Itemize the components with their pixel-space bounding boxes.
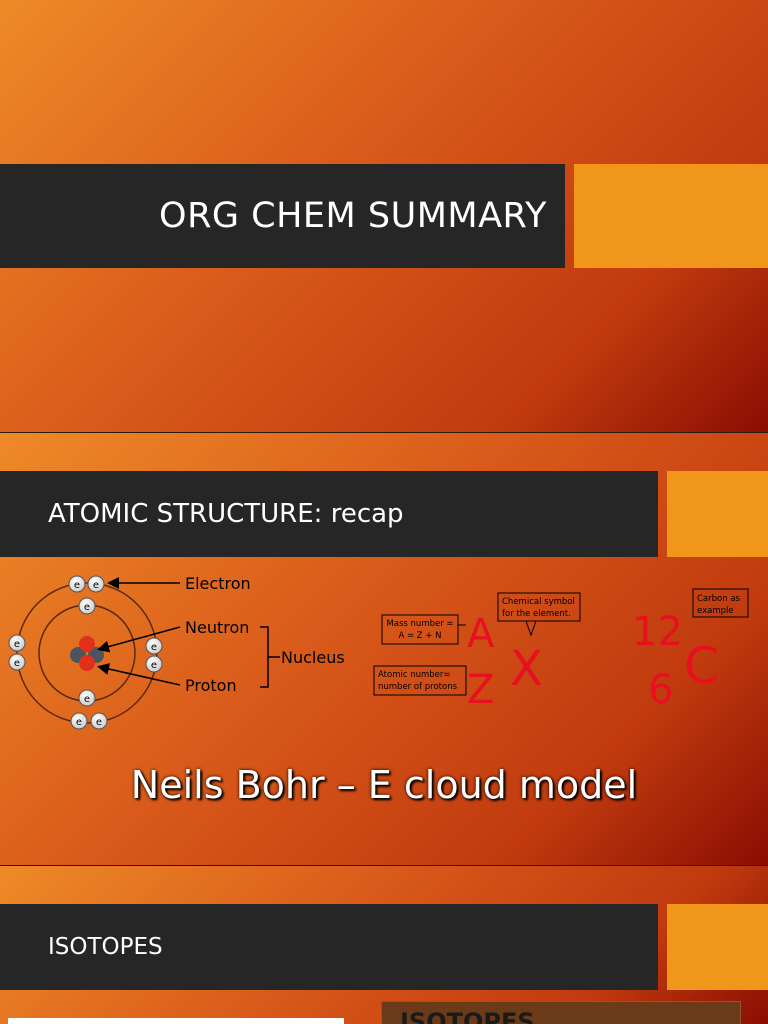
neutron-arrow: [97, 626, 181, 653]
electron-symbol: e: [14, 639, 20, 650]
chemical-symbol-line-1: Chemical symbol: [502, 597, 575, 607]
accent-block: [574, 164, 768, 268]
title-bar: ATOMIC STRUCTURE: recap: [0, 471, 658, 557]
electron-symbol: e: [76, 717, 82, 728]
slide-1: ORG CHEM SUMMARY: [0, 0, 768, 432]
mass-letter-a: A: [467, 611, 495, 657]
carbon-mass-number: 12: [632, 609, 683, 655]
electron-icon: e e e e e e e e e e: [8, 575, 163, 730]
electron-symbol: e: [84, 602, 90, 613]
electron-symbol: e: [93, 580, 99, 591]
carbon-atomic-number: 6: [648, 667, 673, 713]
electron-label: Electron: [185, 574, 251, 593]
chemical-symbol-pointer: [525, 620, 537, 637]
chemical-symbol-line-2: for the element.: [502, 609, 571, 619]
electron-symbol: e: [74, 580, 80, 591]
title-bar: ISOTOPES: [0, 904, 658, 990]
chemical-symbol-box: [497, 592, 581, 622]
nucleus-bracket: [260, 626, 269, 688]
carbon-example-box: [692, 588, 749, 618]
title-bar: ORG CHEM SUMMARY: [0, 164, 565, 268]
atomic-number-box: [373, 665, 467, 696]
model-caption: Neils Bohr – E cloud model: [130, 763, 638, 807]
atomic-number-line-2: number of protons: [378, 682, 458, 692]
mass-number-line-1: Mass number =: [386, 619, 453, 629]
atomic-letter-z: Z: [467, 667, 494, 713]
slide-title: ISOTOPES: [48, 934, 163, 960]
atomic-number-line-1: Atomic number=: [378, 670, 451, 680]
slide-2: ATOMIC STRUCTURE: recap e e e e: [0, 433, 768, 865]
white-panel: [8, 1018, 344, 1024]
proton-arrow: [97, 663, 181, 686]
nucleus-label: Nucleus: [281, 648, 345, 667]
proton-label: Proton: [185, 676, 237, 695]
slide-3: ISOTOPES ISOTOPES: [0, 866, 768, 1024]
mass-number-box: [381, 614, 459, 645]
electron-symbol: e: [151, 660, 157, 671]
slide-title: ORG CHEM SUMMARY: [159, 196, 547, 236]
isotopes-box-text: ISOTOPES: [400, 1008, 535, 1024]
carbon-symbol: C: [684, 637, 719, 695]
isotopes-box: ISOTOPES: [381, 1001, 741, 1024]
nuclide-notation: Mass number = A = Z + N Atomic number= n…: [373, 588, 749, 713]
element-letter-x: X: [510, 641, 543, 697]
nucleus-icon: [70, 636, 104, 671]
carbon-example-line-2: example: [697, 606, 734, 616]
electron-symbol: e: [151, 642, 157, 653]
accent-block: [667, 904, 768, 990]
electron-symbol: e: [84, 694, 90, 705]
mass-number-line-2: A = Z + N: [398, 631, 441, 641]
neutron-label: Neutron: [185, 618, 249, 637]
inner-orbit: [38, 604, 136, 702]
electron-symbol: e: [96, 717, 102, 728]
atom-diagram: e e e e e e e e e e Electron Neutron Pro…: [8, 574, 345, 730]
carbon-example-line-1: Carbon as: [697, 594, 741, 604]
electron-symbol: e: [14, 658, 20, 669]
slide-title: ATOMIC STRUCTURE: recap: [48, 499, 404, 529]
accent-block: [667, 471, 768, 557]
